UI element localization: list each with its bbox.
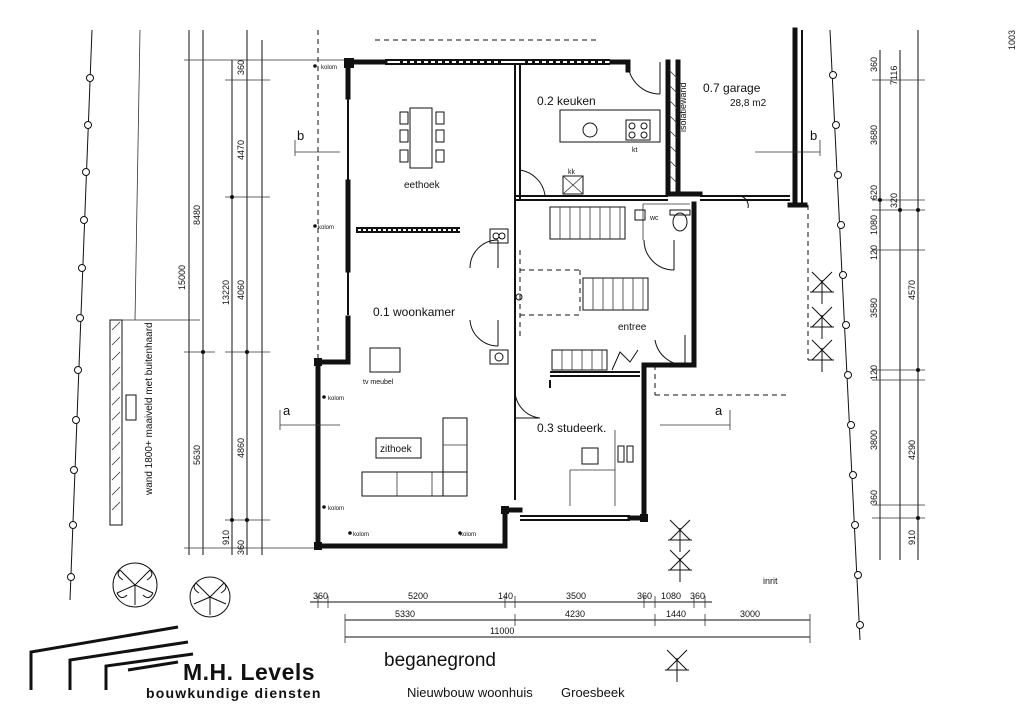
dim-left-c4: 4860 xyxy=(236,438,246,458)
buitenhaard-label: wand 1800+ maaiveld met buitenhaard xyxy=(144,322,155,496)
kolom-2: kolom xyxy=(318,225,334,231)
dim-left-overall: 15000 xyxy=(177,265,187,290)
label-kt: kt xyxy=(632,147,638,154)
kolom-4: kolom xyxy=(328,506,344,512)
bottom-dimension-texts: 360 5200 140 3500 360 1080 360 5330 4230… xyxy=(313,591,760,636)
drawing-title: beganegrond xyxy=(384,650,496,671)
right-dimension-texts: 360 3680 620 1080 120 3580 120 3800 360 … xyxy=(869,30,1017,545)
room-woonkamer: 0.1 woonkamer xyxy=(373,305,455,319)
doors xyxy=(469,61,749,419)
dim-left-inner: 13220 xyxy=(221,280,231,305)
kolom-3: kolom xyxy=(328,396,344,402)
company-subtitle: bouwkundige diensten xyxy=(146,685,322,701)
left-dimension-lines xyxy=(184,30,345,555)
room-keuken: 0.2 keuken xyxy=(537,94,596,108)
dim-right-s3: 4570 xyxy=(907,280,917,300)
dim-bottom-b2: 4230 xyxy=(565,609,585,619)
dim-right-r3: 620 xyxy=(869,185,879,200)
dim-right-s4: 4290 xyxy=(907,440,917,460)
kolom-1: kolom xyxy=(321,65,337,71)
section-b-left: b xyxy=(297,128,304,143)
bottom-dimension-lines xyxy=(310,596,811,643)
dim-right-s5: 910 xyxy=(907,530,917,545)
dim-right-s1: 7116 xyxy=(889,66,899,85)
dim-left-c5: 910 xyxy=(221,530,231,545)
right-dimension-lines xyxy=(829,29,925,641)
dim-left-c3: 4060 xyxy=(236,280,246,300)
dim-right-top: 1003 xyxy=(1007,30,1017,50)
dashed-outlines xyxy=(317,30,830,396)
kolom-5: kolom xyxy=(353,532,369,538)
dim-bottom-a1: 360 xyxy=(313,591,328,601)
furniture xyxy=(361,107,691,497)
label-tv-meubel: tv meubel xyxy=(363,379,394,386)
dim-right-r7: 120 xyxy=(869,365,879,380)
dim-bottom-a4: 3500 xyxy=(566,591,586,601)
isolation-wall-hatch xyxy=(668,69,678,184)
dim-right-r5: 120 xyxy=(869,245,879,260)
dim-right-r8: 3800 xyxy=(869,430,879,450)
dim-left-c2: 4470 xyxy=(236,140,246,160)
dim-left-mid-bottom: 5630 xyxy=(192,445,202,465)
dim-left-c6: 360 xyxy=(236,540,246,555)
kolom-6: kolom xyxy=(460,532,476,538)
dim-bottom-b3: 1440 xyxy=(666,609,686,619)
label-isolatiewand: isolatiewand xyxy=(678,82,688,132)
dim-bottom-a3: 140 xyxy=(498,591,513,601)
windows xyxy=(330,61,608,548)
dim-right-r4: 1080 xyxy=(869,215,879,235)
label-kk: kk xyxy=(568,169,576,176)
left-dimension-texts: 15000 8480 5630 13220 360 4470 4060 4860… xyxy=(177,60,246,555)
dim-right-r9: 360 xyxy=(869,490,879,505)
project-name: Nieuwbouw woonhuis xyxy=(407,685,533,700)
section-a-right: a xyxy=(715,403,723,418)
room-entree: entree xyxy=(618,322,647,333)
dim-bottom-total: 11000 xyxy=(490,626,514,636)
stairs xyxy=(549,206,649,371)
section-a-left: a xyxy=(283,403,291,418)
dim-right-r6: 3580 xyxy=(869,298,879,318)
section-b-right: b xyxy=(810,128,817,143)
project-place: Groesbeek xyxy=(561,685,625,700)
garage-area: 28,8 m2 xyxy=(730,98,767,109)
label-inrit: inrit xyxy=(763,576,778,586)
company-name: M.H. Levels xyxy=(183,659,316,685)
dim-right-r2: 3680 xyxy=(869,125,879,145)
dim-bottom-b1: 5330 xyxy=(395,609,415,619)
columns xyxy=(313,58,648,550)
dim-left-mid-top: 8480 xyxy=(192,205,202,225)
buitenhaard-wall: wand 1800+ maaiveld met buitenhaard xyxy=(109,319,200,526)
room-garage: 0.7 garage xyxy=(703,81,761,95)
dim-bottom-a5: 360 xyxy=(637,591,652,601)
plant-symbols xyxy=(112,271,834,682)
left-fence-lines xyxy=(67,29,141,601)
company-logo xyxy=(29,625,194,690)
room-studeerk: 0.3 studeerk. xyxy=(537,421,606,435)
dim-right-r1: 360 xyxy=(869,57,879,72)
dim-bottom-a2: 5200 xyxy=(408,591,428,601)
label-wc: wc xyxy=(649,215,659,222)
dim-left-c1: 360 xyxy=(236,60,246,75)
dim-right-s2: 320 xyxy=(889,193,899,208)
room-eethoek: eethoek xyxy=(404,180,441,191)
room-zithoek: zithoek xyxy=(380,444,413,455)
section-markers: a a b b xyxy=(279,128,821,430)
dim-bottom-b4: 3000 xyxy=(740,609,760,619)
dim-bottom-a6: 1080 xyxy=(661,591,681,601)
room-labels: 0.1 woonkamer 0.2 keuken 0.3 studeerk. 0… xyxy=(318,65,778,586)
dim-bottom-a7: 360 xyxy=(690,591,705,601)
